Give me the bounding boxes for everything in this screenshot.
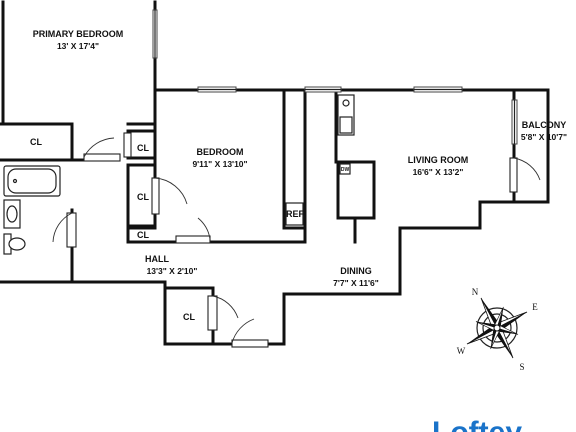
balcony-label: BALCONY xyxy=(522,120,567,130)
bedroom-label: BEDROOM xyxy=(197,147,244,157)
kitchen-sink-icon xyxy=(339,116,353,134)
bedroom-dims: 9'11" X 13'10" xyxy=(192,159,247,169)
compass-west: W xyxy=(457,346,466,356)
compass-east: E xyxy=(532,302,538,312)
room-labels: PRIMARY BEDROOM 13' X 17'4" BEDROOM 9'11… xyxy=(33,29,567,288)
bathroom-fixtures xyxy=(3,165,61,255)
compass-north: N xyxy=(472,287,479,297)
dishwasher-icon xyxy=(339,163,351,175)
closet-label-bath: CL xyxy=(30,137,42,147)
primary-bedroom-dims: 13' X 17'4" xyxy=(57,41,99,51)
closet-label-mid: CL xyxy=(137,192,149,202)
hall-dims: 13'3" X 2'10" xyxy=(147,266,198,276)
dishwasher-label: DW xyxy=(341,167,350,173)
closet-label-small-bottom: CL xyxy=(137,230,149,240)
dining-label: DINING xyxy=(340,266,372,276)
windows xyxy=(152,9,518,145)
walls xyxy=(0,0,550,346)
refrigerator-icon xyxy=(285,202,304,226)
hall-label: HALL xyxy=(145,254,169,264)
closet-labels: CL CL CL CL CL REF DW xyxy=(30,137,349,322)
kitchen-fixtures xyxy=(285,94,355,226)
refrigerator-label: REF xyxy=(286,209,305,219)
living-room-dims: 16'6" X 13'2" xyxy=(413,167,464,177)
living-room-label: LIVING ROOM xyxy=(408,155,469,165)
closet-label-small-top: CL xyxy=(137,143,149,153)
compass-south: S xyxy=(519,362,524,372)
doors xyxy=(52,132,541,348)
primary-bedroom-label: PRIMARY BEDROOM xyxy=(33,29,124,39)
dining-dims: 7'7" X 11'6" xyxy=(333,278,379,288)
loftey-logo: Loftey xyxy=(432,416,522,432)
sink-icon xyxy=(3,199,21,229)
balcony-dims: 5'8" X 10'7" xyxy=(521,132,567,142)
compass-rose-icon: N E S W xyxy=(457,287,539,372)
bathtub-icon xyxy=(3,165,61,197)
closet-label-lower: CL xyxy=(183,312,195,322)
